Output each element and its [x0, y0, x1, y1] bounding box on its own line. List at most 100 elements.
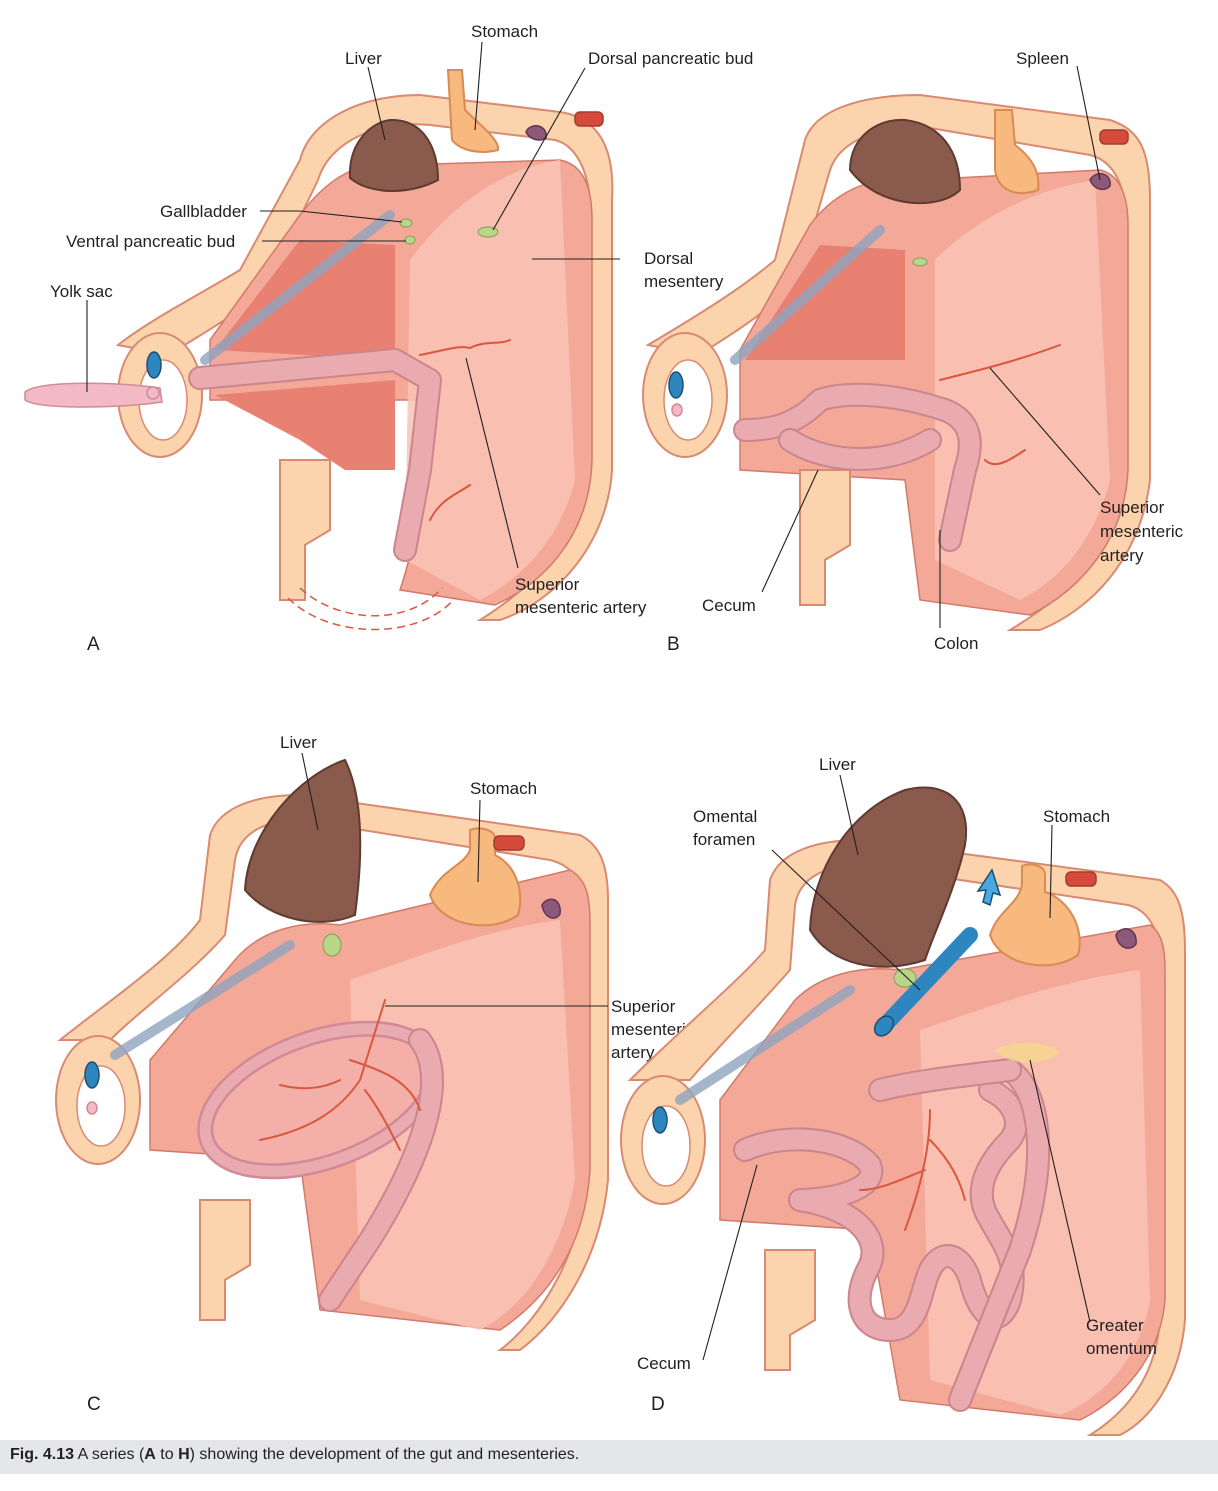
colon-tube-lumen	[320, 1030, 442, 1310]
label-liver-a: Liver	[345, 49, 382, 68]
mesenteric-arteries	[859, 1109, 966, 1231]
label-vpb-a: Ventral pancreatic bud	[66, 232, 235, 251]
dashed-connection	[287, 597, 456, 631]
figure-caption: Fig. 4.13 A series (A to H) showing the …	[0, 1440, 1218, 1474]
leader-cecum-b	[761, 469, 819, 593]
peritoneal-cavity-lower	[215, 380, 395, 470]
body-wall	[115, 93, 614, 621]
leader-dpb-a	[492, 67, 586, 231]
panel-letter-d: D	[651, 1394, 665, 1415]
omental-arrow-icon	[976, 868, 1002, 907]
label-yolk-a: Yolk sac	[50, 282, 113, 301]
stomach-organ	[446, 69, 500, 153]
leader-omentum-d	[1029, 1059, 1091, 1323]
body-ring-inner	[76, 1065, 126, 1147]
aorta-cross-section	[652, 1106, 668, 1134]
sma-branch	[984, 449, 1026, 466]
panel-d: Liver Omental foramen Stomach Cecum Grea…	[620, 755, 1186, 1436]
label-dorsalmeso1-a: Dorsal	[644, 249, 693, 268]
panel-letter-b: B	[667, 634, 680, 655]
leader-cecum-d	[702, 1164, 758, 1361]
aorta-stub	[1065, 871, 1097, 887]
dorsal-mesentery-sheet	[405, 160, 575, 600]
label-omentum2-d: omentum	[1086, 1339, 1157, 1358]
label-sma3-c: artery	[611, 1043, 655, 1062]
label-sma3-b: artery	[1100, 546, 1144, 565]
panel-letter-c: C	[87, 1394, 101, 1415]
dorsal-mesentery-sheet	[935, 180, 1110, 600]
dashed-connection-2	[299, 587, 443, 617]
aorta-cross-section	[668, 371, 684, 399]
panel-letter-a: A	[87, 634, 100, 655]
pancreatic-bud	[322, 933, 342, 957]
label-stomach-a: Stomach	[471, 22, 538, 41]
greater-omentum-organ	[995, 1042, 1060, 1063]
label-cecum-d: Cecum	[637, 1354, 691, 1373]
label-stomach-c: Stomach	[470, 779, 537, 798]
caption-fig-label: Fig. 4.13	[10, 1446, 75, 1463]
label-omental2-d: foramen	[693, 830, 755, 849]
superior-mesenteric-artery	[259, 999, 421, 1151]
gut-loop-lower-lumen	[780, 430, 940, 469]
omental-foramen-tube	[877, 927, 978, 1033]
panel-a: Stomach Liver Dorsal pancreatic bud Gall…	[24, 22, 753, 655]
ventral-pancreatic-bud-organ	[404, 235, 416, 245]
foregut	[110, 940, 295, 1060]
leader-stomach-c	[477, 799, 481, 883]
label-sma2-b: mesenteric	[1100, 522, 1184, 541]
dorsal-pancreatic-bud-organ	[477, 226, 499, 238]
body-wall	[627, 838, 1186, 1436]
spleen-organ	[541, 898, 561, 919]
sma-branch	[429, 484, 471, 521]
label-gallbladder-a: Gallbladder	[160, 202, 247, 221]
label-omental1-d: Omental	[693, 807, 757, 826]
yolk-duct	[671, 403, 683, 417]
caption-text-2: to	[155, 1446, 179, 1463]
liver-organ	[348, 118, 440, 192]
aorta-stub	[1099, 129, 1129, 145]
label-sma1-a: Superior	[515, 575, 580, 594]
colon-tube-lumen	[950, 1060, 1049, 1410]
label-spleen-b: Spleen	[1016, 49, 1069, 68]
stomach-organ	[988, 863, 1081, 967]
body-wall	[57, 793, 609, 1351]
body-ring-inner	[663, 359, 713, 441]
yolk-sac-duct	[146, 386, 160, 400]
label-sma1-c: Superior	[611, 997, 676, 1016]
superior-mesenteric-artery	[419, 339, 511, 356]
label-dorsalmeso2-a: mesentery	[644, 272, 724, 291]
label-dpb-a: Dorsal pancreatic bud	[588, 49, 753, 68]
leader-sma-a	[465, 357, 519, 569]
aorta-stub	[574, 111, 604, 127]
stomach-organ	[428, 827, 522, 927]
gut-development-figure: Stomach Liver Dorsal pancreatic bud Gall…	[24, 22, 1186, 1436]
foregut	[730, 225, 885, 365]
leader-gallbladder-a	[260, 210, 403, 223]
spleen-organ	[1115, 928, 1137, 949]
panel-b: Spleen Superior mesenteric artery Cecum …	[642, 49, 1184, 655]
panel-c: Liver Stomach Superior mesenteric artery…	[55, 733, 695, 1415]
caption-bold-a: A	[144, 1446, 156, 1463]
aorta-cross-section	[84, 1061, 100, 1089]
aorta-cross-section	[146, 351, 162, 379]
transverse-colon-lumen	[870, 1060, 1020, 1100]
leader-stomach-d	[1049, 824, 1053, 919]
lower-body-wall	[764, 1249, 816, 1371]
label-sma1-b: Superior	[1100, 498, 1165, 517]
foregut	[200, 210, 395, 365]
label-omentum1-d: Greater	[1086, 1316, 1144, 1335]
stomach-organ	[994, 109, 1040, 195]
pancreatic-bud	[912, 257, 928, 267]
leader-liver-c	[301, 752, 319, 831]
label-sma2-a: mesenteric artery	[515, 598, 647, 617]
spleen-organ	[1089, 173, 1111, 191]
peritoneal-cavity	[745, 245, 905, 360]
liver-organ	[243, 758, 362, 923]
lower-body-wall	[199, 1199, 251, 1321]
aorta-stub	[493, 835, 525, 851]
leader-omental-d	[771, 849, 921, 991]
liver-organ	[808, 786, 968, 968]
label-liver-d: Liver	[819, 755, 856, 774]
leader-spleen-b	[1076, 65, 1101, 181]
leader-liver-d	[839, 774, 859, 856]
